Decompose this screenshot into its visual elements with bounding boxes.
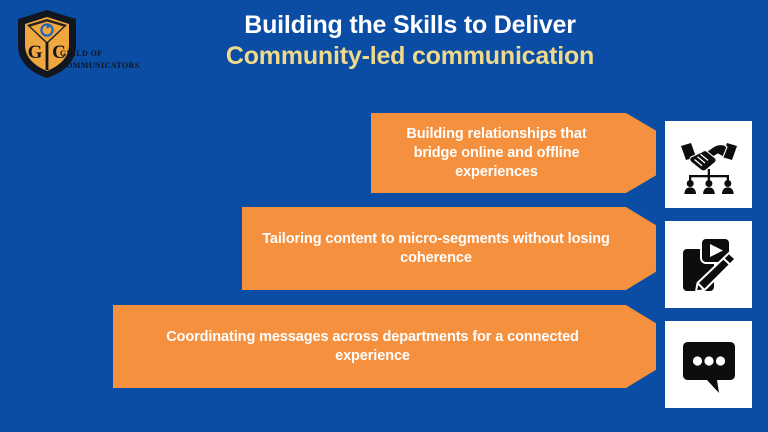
content-editing-pencil-icon [680, 236, 736, 293]
skill-banner-3[interactable]: Coordinating messages across departments… [113, 305, 656, 388]
icon-card-handshake [665, 121, 752, 208]
brand-logo: G C GUILD OF COMMUNICATORS [14, 6, 144, 84]
page-title: Building the Skills to Deliver Community… [150, 10, 670, 72]
skill-banner-1[interactable]: Building relationships that bridge onlin… [371, 113, 656, 193]
skill-banner-2-text: Tailoring content to micro-segments with… [262, 230, 610, 266]
skill-banner-1-text: Building relationships that bridge onlin… [406, 125, 587, 180]
icon-card-speech-bubble [665, 321, 752, 408]
handshake-network-icon [680, 142, 737, 194]
page-title-line2: Community-led communication [225, 42, 595, 70]
skill-banner-3-text: Coordinating messages across departments… [166, 328, 579, 364]
brand-wordmark-line2: COMMUNICATORS [60, 61, 140, 70]
page-title-line1: Building the Skills to Deliver [244, 11, 576, 39]
svg-text:C: C [52, 42, 66, 63]
shield-icon: G C [14, 8, 80, 80]
brand-wordmark: GUILD OF COMMUNICATORS [60, 48, 146, 72]
icon-card-content-editing [665, 221, 752, 308]
skill-banner-2[interactable]: Tailoring content to micro-segments with… [242, 207, 656, 290]
brand-wordmark-line1: GUILD OF [60, 49, 103, 58]
svg-text:G: G [28, 42, 43, 63]
speech-bubble-dots-icon [682, 341, 735, 393]
